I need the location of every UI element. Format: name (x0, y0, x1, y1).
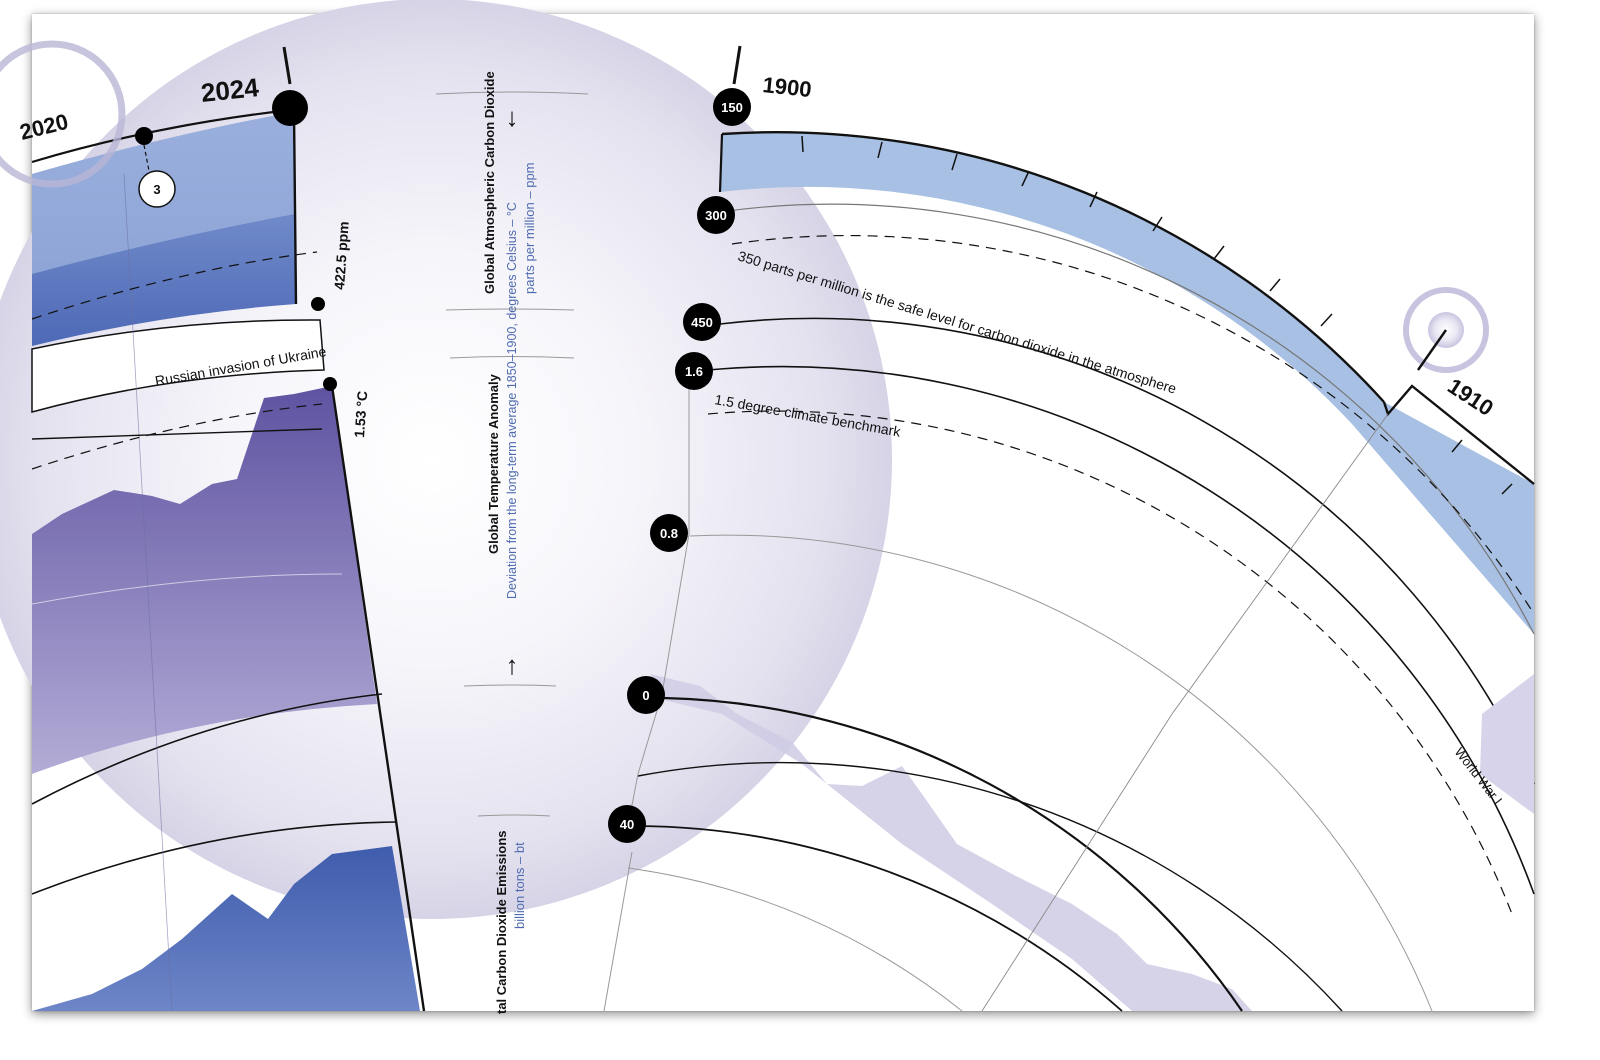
scale-co2-150: 150 (721, 100, 743, 115)
co2-scale (683, 88, 751, 341)
co2-band-early (720, 132, 1534, 634)
co2-readout: 422.5 ppm (331, 221, 352, 290)
temperature-scale (627, 352, 713, 714)
current-year-edge (292, 111, 426, 1012)
year-label-1910: 1910 (1443, 373, 1498, 421)
scale-temp-1-6: 1.6 (685, 364, 703, 379)
early-sector (603, 45, 1535, 1012)
legend-co2-arrow: ↓ (506, 102, 519, 132)
legend-temperature-arrow: ↑ (506, 650, 519, 680)
legend-emissions-title: tal Carbon Dioxide Emissions (494, 831, 509, 1015)
scale-co2-450: 450 (691, 315, 713, 330)
scale-co2-300: 300 (705, 208, 727, 223)
ring-ticks (801, 135, 1513, 495)
temperature-area-early (650, 674, 1252, 1011)
current-year-marker (272, 90, 308, 126)
badge-3[interactable] (138, 170, 176, 208)
scale-temp-0-8: 0.8 (660, 526, 678, 541)
legend-temperature-title: Global Temperature Anomaly (486, 373, 501, 554)
recent-sector: 3 (0, 40, 426, 1012)
climate-spiral-chart: 3 2020 2024 422.5 ppm 1.53 °C Russian in… (0, 0, 1535, 1015)
legend-co2-title: Global Atmospheric Carbon Dioxide (482, 71, 497, 294)
year-label-2024: 2024 (199, 72, 260, 108)
emissions-scale (608, 805, 646, 843)
emissions-area-recent (32, 846, 420, 1011)
scale-temp-0: 0 (642, 688, 649, 703)
year-label-2020: 2020 (17, 109, 71, 145)
poster-frame: 3 2020 2024 422.5 ppm 1.53 °C Russian in… (0, 0, 1535, 1015)
legend-emissions-unit: billion tons – bt (512, 842, 527, 929)
legend-temperature-unit: Deviation from the long-term average 185… (505, 202, 519, 599)
legend: ↓ ↑ Global Atmospheric Carbon Dioxide pa… (435, 71, 589, 1015)
outer-arc-recent (31, 108, 291, 164)
badge-3-label: 3 (153, 182, 160, 197)
event-band (31, 319, 325, 413)
legend-co2-unit: parts per million – ppm (522, 163, 537, 295)
temperature-readout: 1.53 °C (351, 390, 370, 438)
year-label-1900: 1900 (761, 72, 812, 102)
scale-emissions-40: 40 (620, 817, 634, 832)
